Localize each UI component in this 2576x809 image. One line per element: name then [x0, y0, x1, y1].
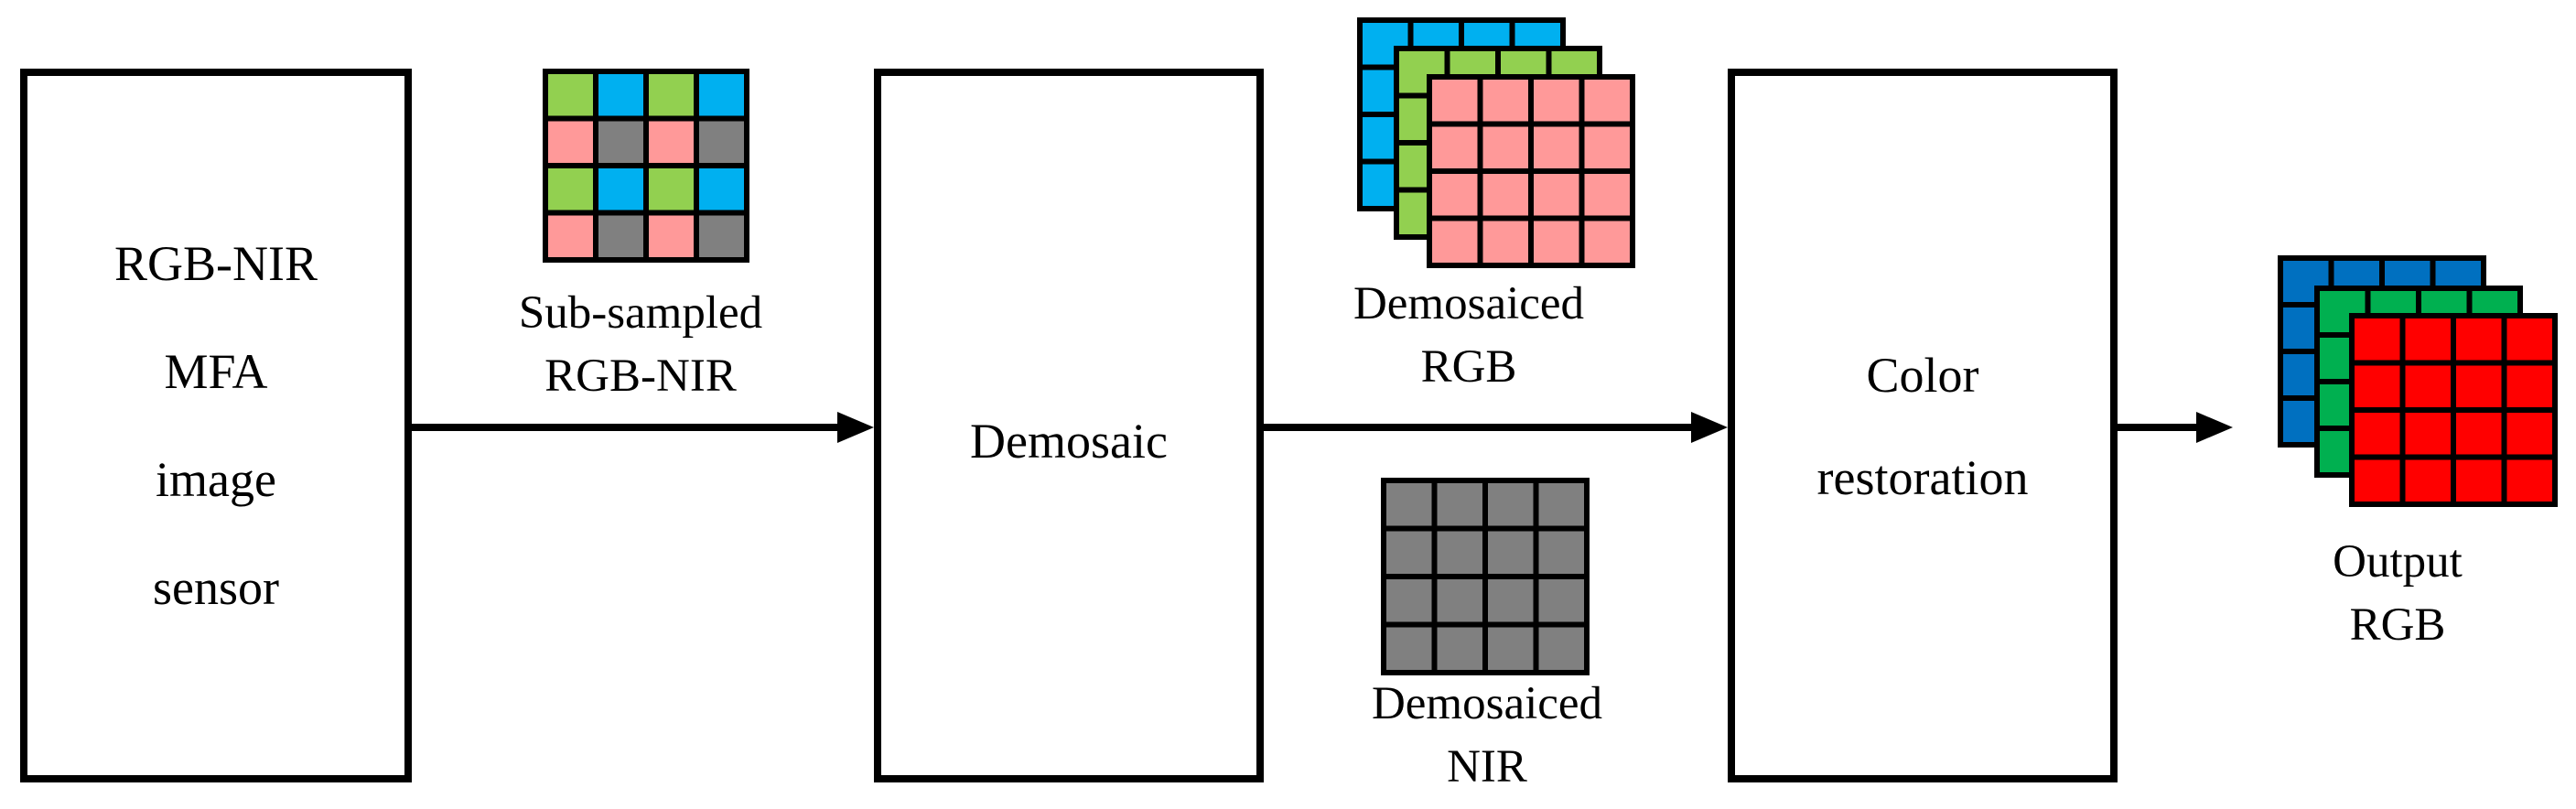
nir-cell — [1431, 574, 1488, 628]
demosaiced-red-cell — [1579, 74, 1635, 127]
output-red-cell — [2349, 407, 2406, 460]
mosaic-cell — [593, 115, 649, 168]
output-red-cell — [2501, 360, 2558, 413]
output-red-cell — [2349, 313, 2406, 366]
demosaiced-red-cell — [1427, 215, 1483, 268]
demosaiced-rgb-label: Demosaiced RGB — [1327, 273, 1611, 399]
demosaiced-rgb-label-line-1: Demosaiced — [1353, 278, 1585, 329]
demosaiced-rgb-label-line-2: RGB — [1420, 340, 1517, 393]
demosaiced-nir-label: Demosaiced NIR — [1341, 673, 1633, 799]
demosaiced-red-cell — [1427, 74, 1483, 127]
nir-cell — [1381, 574, 1438, 628]
demosaiced-red-cell — [1477, 215, 1534, 268]
output-red-cell — [2349, 360, 2406, 413]
nir-cell — [1381, 621, 1438, 675]
nir-cell — [1533, 574, 1590, 628]
output-red-cell — [2451, 454, 2507, 507]
subsampled-label-line-1: Sub-sampled — [518, 287, 763, 339]
mosaic-cell — [543, 69, 598, 122]
subsampled-label-line-2: RGB-NIR — [544, 350, 737, 402]
mosaic-cell — [543, 163, 598, 216]
output-red-cell — [2451, 407, 2507, 460]
demosaiced-nir-grid — [1381, 478, 1590, 675]
mosaic-cell — [694, 210, 749, 263]
demosaic-block: Demosaic — [874, 69, 1264, 782]
demosaiced-rgb-stack — [1357, 17, 1635, 268]
demosaiced-red-cell — [1579, 168, 1635, 221]
nir-cell — [1482, 621, 1539, 675]
demosaic-label: Demosaic — [970, 414, 1168, 469]
sensor-label-line-1: RGB-NIR — [113, 236, 318, 291]
demosaiced-nir-label-line-1: Demosaiced — [1371, 678, 1603, 729]
output-red-cell — [2501, 313, 2558, 366]
output-red-cell — [2399, 360, 2456, 413]
nir-cell — [1381, 525, 1438, 579]
sensor-label-line-4: sensor — [153, 560, 279, 615]
nir-cell — [1482, 525, 1539, 579]
nir-cell — [1431, 525, 1488, 579]
nir-cell — [1381, 478, 1438, 532]
subsampled-rgb-nir-mosaic — [543, 69, 749, 263]
demosaiced-red-cell — [1427, 121, 1483, 174]
nir-cell — [1431, 621, 1488, 675]
mosaic-cell — [643, 163, 699, 216]
nir-cell — [1431, 478, 1488, 532]
mosaic-cell — [593, 163, 649, 216]
arrow-sensor-to-demosaic — [412, 412, 874, 443]
demosaiced-red-cell — [1427, 168, 1483, 221]
arrow-demosaic-to-color-restoration — [1264, 412, 1728, 443]
mosaic-cell — [543, 115, 598, 168]
output-red-cell — [2501, 407, 2558, 460]
demosaiced-red-cell — [1579, 121, 1635, 174]
mosaic-cell — [694, 163, 749, 216]
mosaic-cell — [593, 69, 649, 122]
output-red-cell — [2399, 454, 2456, 507]
mosaic-cell — [694, 115, 749, 168]
demosaiced-red-cell — [1528, 121, 1585, 174]
output-red-cell — [2501, 454, 2558, 507]
output-red-cell — [2399, 407, 2456, 460]
demosaiced-red-cell — [1579, 215, 1635, 268]
demosaiced-red-cell — [1477, 121, 1534, 174]
color-restoration-label-line-2: restoration — [1816, 450, 2029, 505]
demosaiced-red-channel — [1427, 74, 1635, 268]
mosaic-cell — [643, 115, 699, 168]
output-red-cell — [2451, 360, 2507, 413]
sensor-label-line-2: MFA — [164, 344, 268, 399]
mosaic-cell — [593, 210, 649, 263]
color-restoration-block: Color restoration — [1728, 69, 2118, 782]
output-red-channel — [2349, 313, 2558, 507]
output-rgb-label: Output RGB — [2288, 531, 2507, 657]
nir-cell — [1533, 478, 1590, 532]
mosaic-cell — [543, 210, 598, 263]
nir-cell — [1482, 478, 1539, 532]
demosaiced-red-cell — [1477, 168, 1534, 221]
output-red-cell — [2349, 454, 2406, 507]
nir-cell — [1482, 574, 1539, 628]
output-rgb-stack — [2278, 255, 2558, 507]
nir-cell — [1533, 621, 1590, 675]
mosaic-cell — [694, 69, 749, 122]
color-restoration-label-line-1: Color — [1866, 348, 1979, 403]
demosaiced-red-cell — [1528, 168, 1585, 221]
demosaiced-nir-label-line-2: NIR — [1447, 740, 1527, 793]
subsampled-label: Sub-sampled RGB-NIR — [485, 282, 796, 408]
mosaic-cell — [643, 69, 699, 122]
output-red-cell — [2451, 313, 2507, 366]
sensor-block: RGB-NIR MFA image sensor — [20, 69, 412, 782]
sensor-label-line-3: image — [156, 452, 276, 507]
demosaiced-red-cell — [1528, 74, 1585, 127]
nir-cell — [1533, 525, 1590, 579]
arrow-to-output — [2118, 412, 2233, 443]
output-red-cell — [2399, 313, 2456, 366]
mosaic-cell — [643, 210, 699, 263]
demosaiced-red-cell — [1477, 74, 1534, 127]
output-rgb-label-line-2: RGB — [2349, 599, 2446, 651]
output-rgb-label-line-1: Output — [2333, 536, 2463, 588]
demosaiced-red-cell — [1528, 215, 1585, 268]
